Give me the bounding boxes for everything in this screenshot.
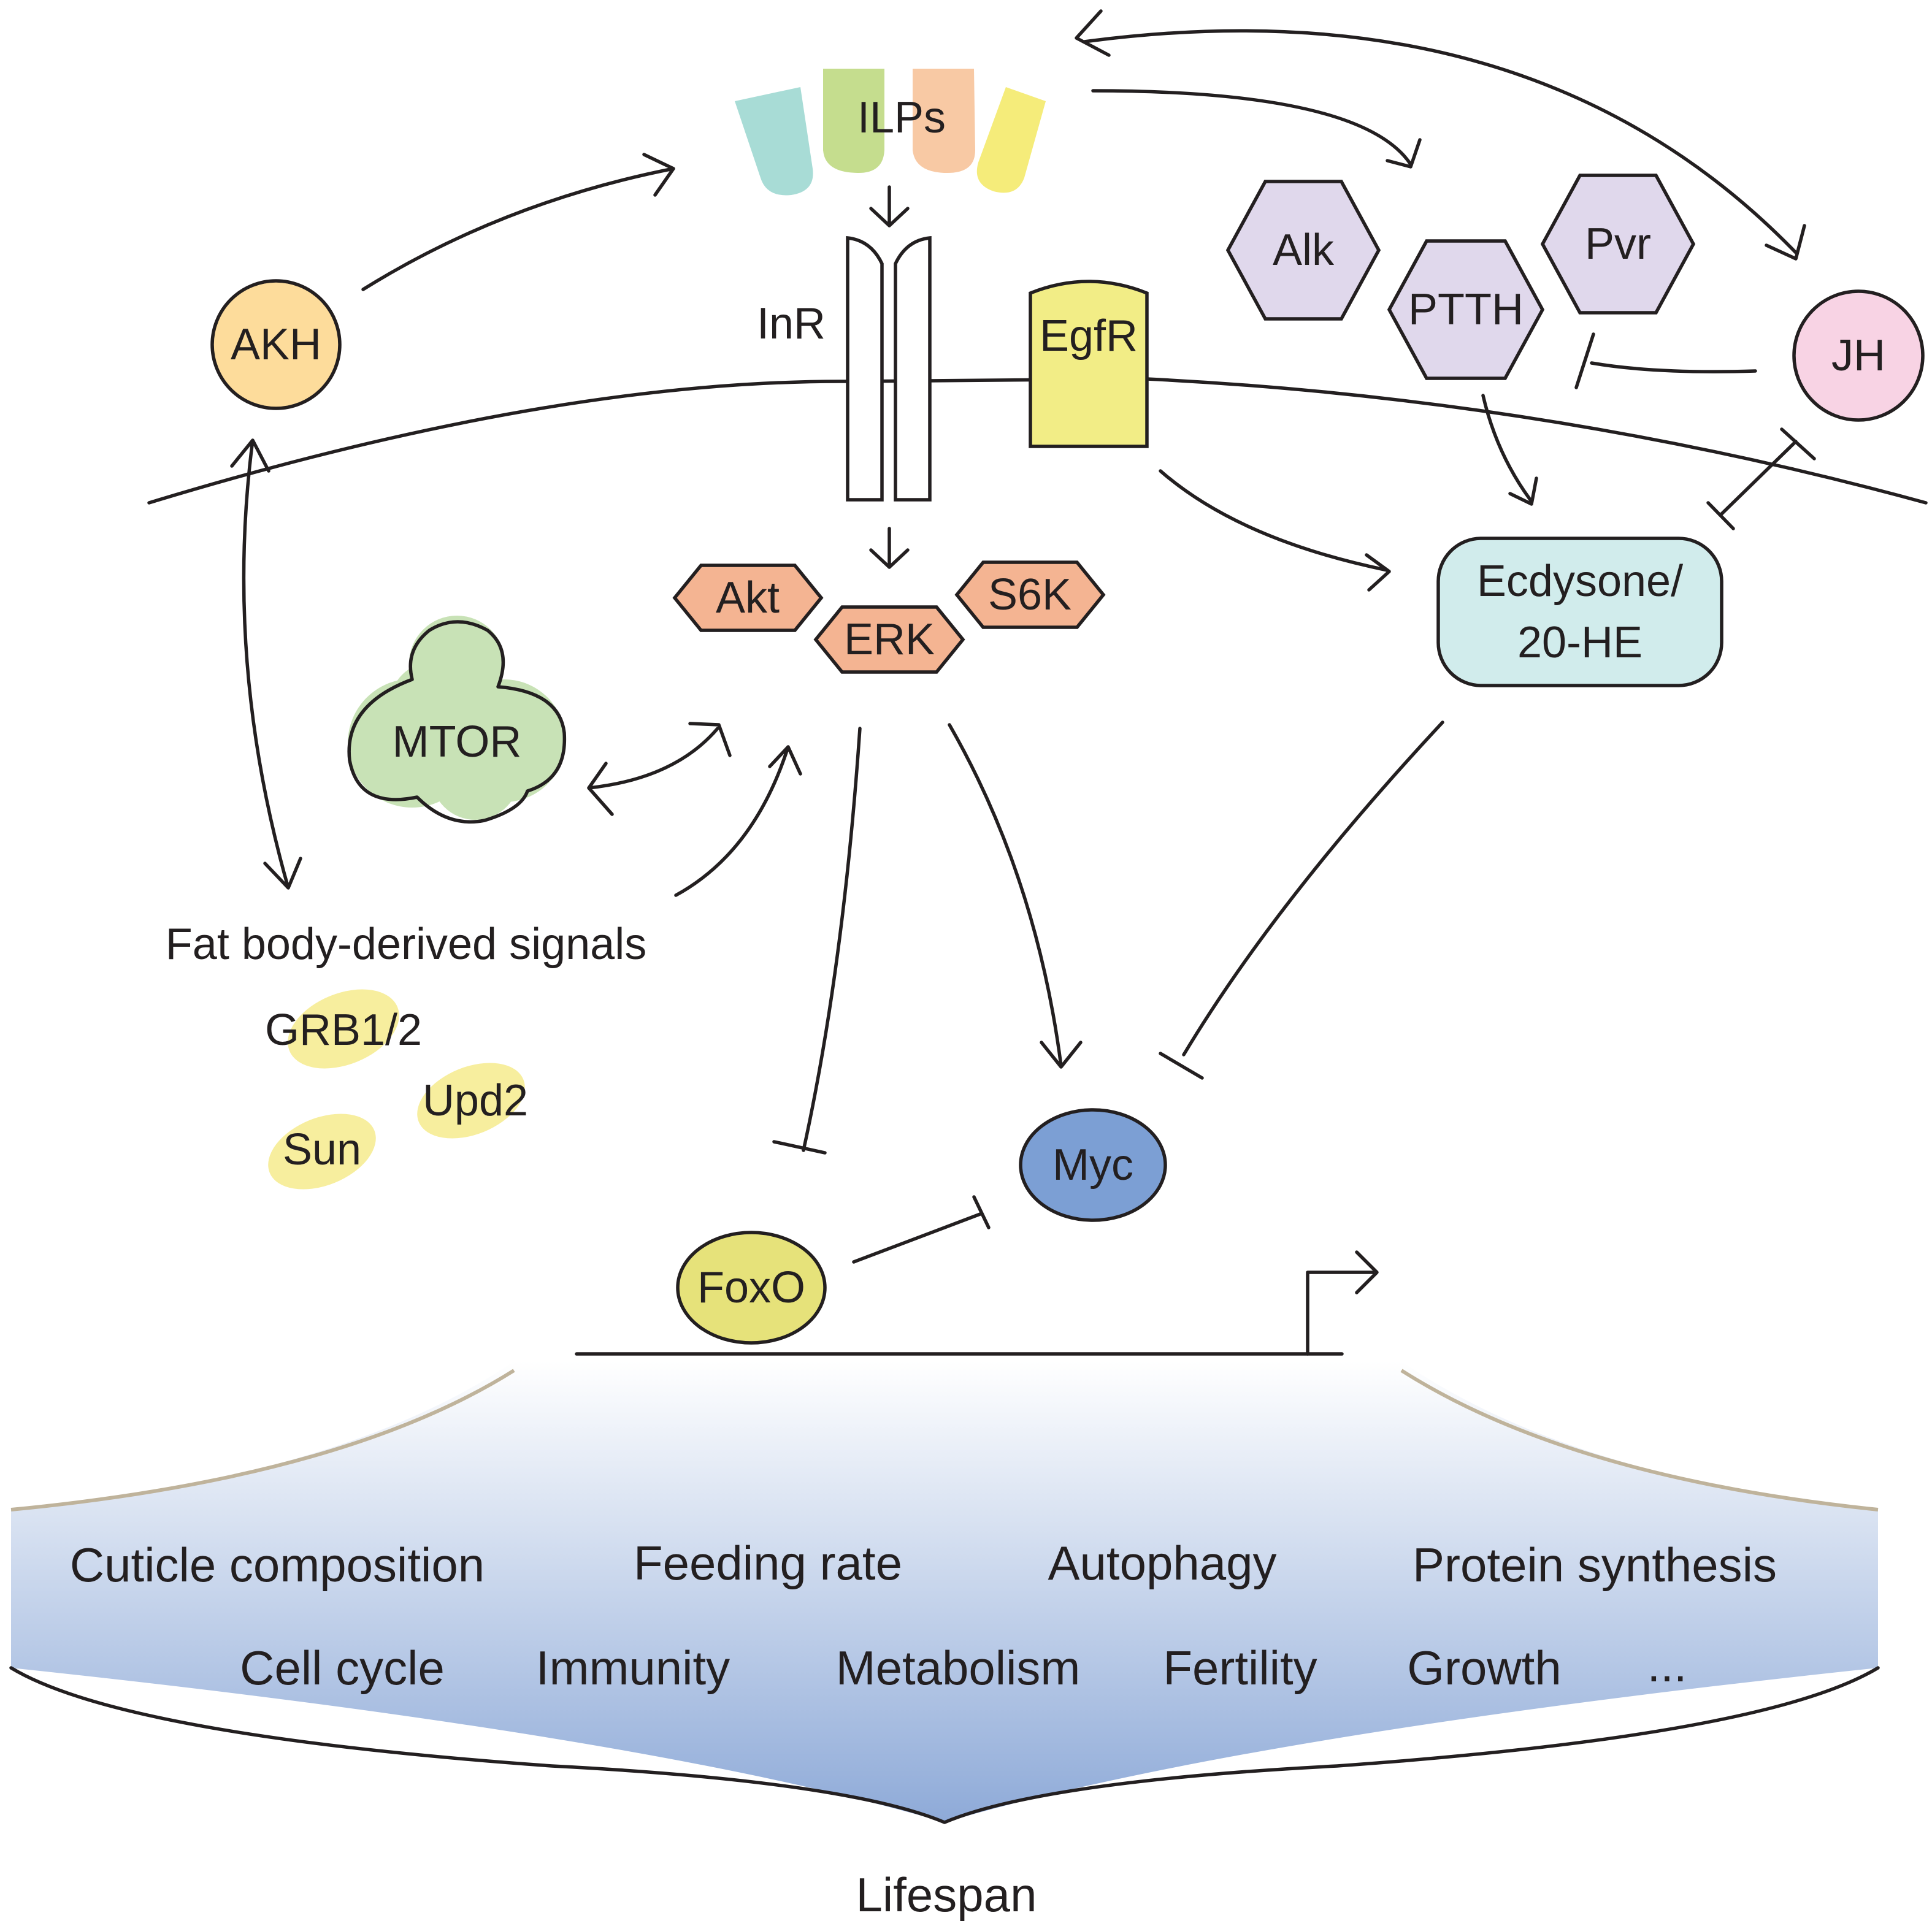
outcome-autophagy: Autophagy (1048, 1536, 1277, 1590)
arrow-egfr-to-ecdysone (1159, 469, 1391, 592)
mtor-label: MTOR (393, 717, 522, 766)
akt-label: Akt (716, 573, 780, 622)
jh-circle (1792, 289, 1925, 422)
ecdysone-node: Ecdysone/ 20-HE (1436, 537, 1723, 687)
arrow-ilps-to-inr (869, 185, 910, 227)
arrow-erk-to-myc (948, 723, 1083, 1069)
ptth-node: PTTH (1387, 239, 1545, 380)
inr-receptor: InR (757, 235, 932, 502)
jh-node: JH (1792, 289, 1925, 422)
s6k-hexagon (954, 560, 1106, 629)
pvr-node: Pvr (1540, 174, 1696, 315)
ilp-peptide-green (823, 69, 884, 173)
pvr-label: Pvr (1585, 220, 1651, 269)
outcome-fertility: Fertility (1163, 1641, 1317, 1695)
grb-highlight (288, 989, 399, 1069)
ptth-hexagon (1387, 239, 1545, 380)
inhibit-jh-ptth (1574, 332, 1757, 389)
ilps-group: ILPs (735, 69, 1046, 196)
inr-label: InR (757, 299, 826, 348)
arrow-ilps-jh (1075, 9, 1806, 261)
brace-right-arm (1400, 1369, 1879, 1511)
inr-right-subunit (894, 235, 932, 502)
upd2-highlight (417, 1063, 525, 1139)
upd2-label: Upd2 (423, 1076, 528, 1125)
egfr-label: EgfR (1040, 311, 1138, 361)
mtor-outline (347, 620, 567, 824)
sun-highlight (268, 1114, 376, 1190)
outcome-cell-cycle: Cell cycle (240, 1641, 445, 1695)
akh-node: AKH (210, 279, 342, 410)
brace-curve (9, 1666, 1880, 1824)
ilps-label: ILPs (857, 93, 946, 142)
foxo-label: FoxO (697, 1263, 805, 1312)
outcome-panel (9, 1361, 1880, 1824)
fat-body-signals: Fat body-derived signals GRB1/2 Upd2 Sun (166, 920, 646, 1190)
inhibit-erk-foxo (772, 727, 862, 1155)
brace-left-arm (10, 1369, 515, 1511)
ecdysone-label-line2: 20-HE (1517, 618, 1643, 667)
mtor-node: MTOR (347, 616, 567, 824)
ilp-peptide-peach (913, 69, 975, 173)
arrow-akh-fatbody (230, 438, 302, 890)
akh-circle (210, 279, 342, 410)
transcription-start-arrow (1306, 1250, 1379, 1356)
outcome-feeding-rate: Feeding rate (634, 1536, 902, 1590)
inhibit-ecdysone-myc (1159, 720, 1444, 1080)
arrow-akh-to-ilps (361, 153, 675, 291)
s6k-node: S6K (954, 560, 1106, 629)
arrow-inr-to-kinases (869, 527, 910, 569)
pvr-hexagon (1540, 174, 1696, 315)
outcome-immunity: Immunity (536, 1641, 730, 1695)
lifespan-label: Lifespan (856, 1868, 1037, 1922)
jh-label: JH (1831, 331, 1885, 380)
myc-ellipse (1019, 1108, 1167, 1222)
akt-hexagon (672, 564, 824, 632)
ptth-label: PTTH (1408, 285, 1524, 334)
outcome-growth: Growth (1407, 1641, 1561, 1695)
ecdysone-label-line1: Ecdysone/ (1477, 557, 1683, 606)
akh-label: AKH (231, 320, 321, 369)
sun-label: Sun (283, 1125, 361, 1174)
outcome-ellipsis: ... (1647, 1638, 1687, 1692)
erk-label: ERK (844, 615, 935, 664)
outcome-gradient-fill (11, 1361, 1878, 1822)
outcome-metabolism: Metabolism (836, 1641, 1081, 1695)
ilp-peptide-yellow (976, 87, 1046, 193)
alk-hexagon (1225, 180, 1381, 321)
mtor-fill (348, 616, 565, 820)
outcome-cuticle-composition: Cuticle composition (70, 1538, 485, 1592)
erk-hexagon (813, 605, 965, 674)
fat-body-title: Fat body-derived signals (166, 920, 646, 969)
arrow-mtor-kinases (587, 722, 732, 816)
grb-label: GRB1/2 (265, 1006, 422, 1055)
ilp-peptide-teal (735, 87, 813, 196)
myc-label: Myc (1052, 1141, 1133, 1190)
alk-label: Alk (1273, 226, 1335, 275)
myc-node: Myc (1019, 1108, 1167, 1222)
alk-node: Alk (1225, 180, 1381, 321)
foxo-node: FoxO (676, 1231, 827, 1345)
akt-node: Akt (672, 564, 824, 632)
arrow-fatbody-to-kinases (674, 745, 802, 897)
inr-left-subunit (846, 235, 884, 502)
ecdysone-box (1436, 537, 1723, 687)
arrow-ptth-to-ecdysone (1481, 394, 1538, 506)
outcome-protein-synthesis: Protein synthesis (1413, 1538, 1777, 1592)
erk-node: ERK (813, 605, 965, 674)
egfr-shape (1029, 280, 1149, 448)
egfr-receptor: EgfR (1029, 280, 1149, 448)
inhibit-jh-ecdysone (1706, 427, 1816, 530)
inhibit-foxo-myc (852, 1195, 991, 1264)
arrow-ilps-to-ptth (1091, 89, 1422, 169)
s6k-label: S6K (988, 570, 1071, 619)
foxo-ellipse (676, 1231, 827, 1345)
